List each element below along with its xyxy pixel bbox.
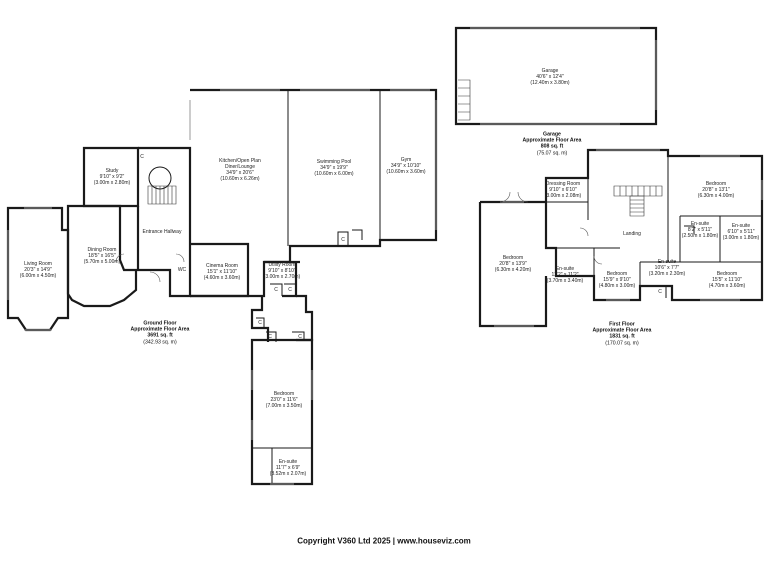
cupboard-marker: C	[268, 334, 272, 340]
cupboard-marker: C	[341, 237, 345, 243]
landing-label: Landing	[623, 231, 641, 237]
cupboard-marker: C	[258, 320, 262, 326]
cinema-utility-walls	[190, 242, 300, 298]
cupboard-marker: C	[298, 334, 302, 340]
hallway-walls	[136, 146, 192, 298]
wc-label: WC	[177, 267, 187, 273]
cupboard-marker: C	[288, 287, 292, 293]
dining-room-walls	[66, 204, 138, 308]
copyright-footer: Copyright V360 Ltd 2025 | www.houseviz.c…	[297, 536, 471, 546]
cupboard-marker: C	[658, 289, 662, 295]
cupboard-marker: C	[140, 154, 144, 160]
corridor-walls	[250, 294, 314, 342]
cupboard-marker: C	[274, 287, 278, 293]
entrance-hallway-label: Entrance Hallway	[142, 229, 182, 235]
